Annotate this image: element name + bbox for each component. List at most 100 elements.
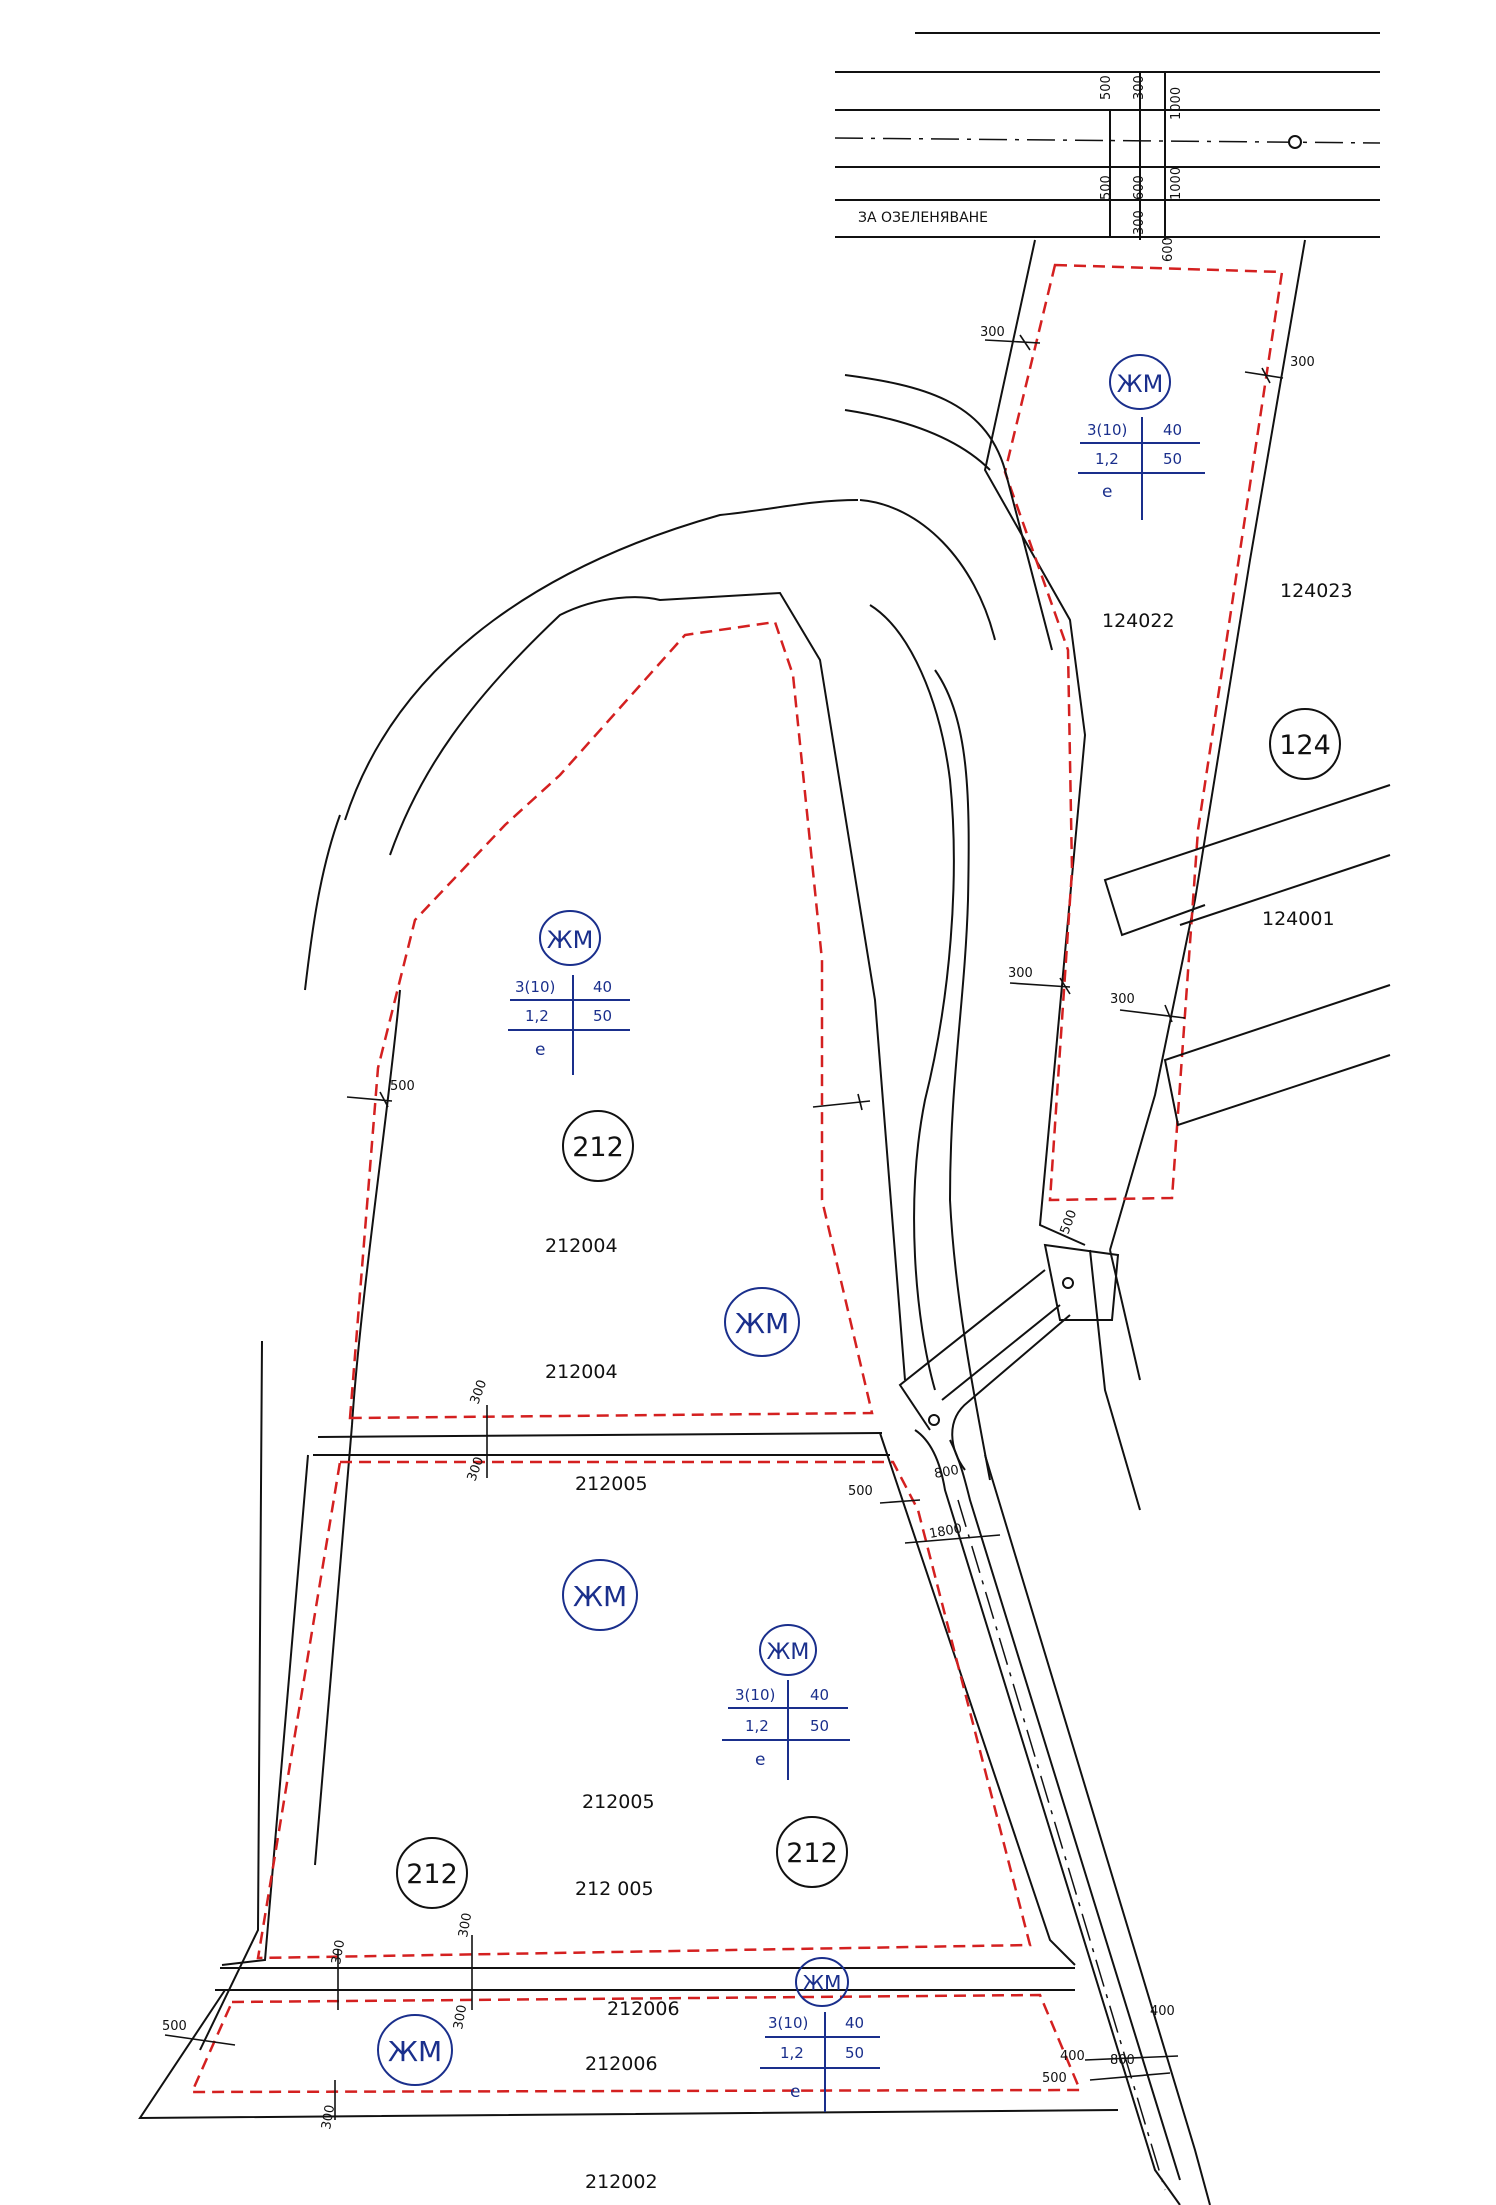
parcel-124022-boundary <box>983 239 1306 1251</box>
svg-text:ЖМ: ЖМ <box>573 1580 627 1613</box>
svg-text:212: 212 <box>572 1132 624 1163</box>
dim-300: 300 <box>465 1455 488 1483</box>
street-dimensions: 500 300 1000 500 600 1000 300 600 <box>1099 75 1184 262</box>
parcel-labels: 124022 124023 124001 212004 212004 21200… <box>545 580 1353 2193</box>
svg-text:е: е <box>1102 482 1112 502</box>
parcel-212005-a: 212005 <box>575 1473 648 1495</box>
svg-text:ЖМ: ЖМ <box>1117 370 1164 398</box>
zone-marker-212006-a: ЖМ <box>377 2014 453 2086</box>
svg-text:40: 40 <box>810 1686 829 1704</box>
svg-text:3(10): 3(10) <box>515 978 555 996</box>
dim-1000: 1000 <box>1169 87 1184 120</box>
quarter-124: 124 <box>1269 708 1341 780</box>
neighbour-buildings <box>1103 784 1391 1127</box>
dim-300: 300 <box>1008 966 1033 981</box>
street-lines <box>835 32 1380 240</box>
road-axis-point-2 <box>1062 1277 1074 1289</box>
svg-text:212: 212 <box>406 1859 458 1890</box>
zone-marker-124022: ЖМ <box>1109 354 1171 410</box>
parcel-212005-boundary <box>199 1340 1076 2051</box>
dim-600: 600 <box>1132 175 1147 200</box>
dim-300: 300 <box>456 1912 475 1939</box>
dimension-ticks <box>164 334 1284 2120</box>
parcel-212002: 212002 <box>585 2171 658 2193</box>
svg-text:1,2: 1,2 <box>745 1717 769 1735</box>
regulation-line-212004 <box>348 620 874 1420</box>
street-label: ЗА ОЗЕЛЕНЯВАНЕ <box>858 210 988 226</box>
dim-300: 300 <box>451 2004 470 2031</box>
svg-text:50: 50 <box>593 1007 612 1025</box>
dim-1000: 1000 <box>1169 167 1184 200</box>
svg-text:50: 50 <box>845 2044 864 2062</box>
dim-500: 500 <box>1058 1208 1081 1236</box>
dimension-labels: 300 300 300 300 500 500 300 300 500 800 … <box>162 325 1315 2131</box>
svg-text:3(10): 3(10) <box>1087 421 1127 439</box>
parcel-212006-a: 212006 <box>607 1998 680 2020</box>
svg-text:е: е <box>755 1750 765 1770</box>
parcel-212006-boundary <box>138 1989 1119 2120</box>
svg-text:ЖМ: ЖМ <box>388 2035 442 2068</box>
svg-text:1,2: 1,2 <box>1095 450 1119 468</box>
dim-800: 800 <box>1110 2053 1135 2068</box>
svg-text:1,2: 1,2 <box>525 1007 549 1025</box>
dim-500: 500 <box>1099 175 1114 200</box>
dim-1800: 1800 <box>928 1521 963 1542</box>
dim-500: 500 <box>848 1484 873 1499</box>
zone-table-212004: 3(10) 40 1,2 50 е <box>508 975 630 1075</box>
dim-600: 600 <box>1161 237 1176 262</box>
regulation-line-124022 <box>1003 263 1284 1202</box>
zone-table-212006: 3(10) 40 1,2 50 е <box>760 2012 880 2112</box>
parcel-212004-b: 212004 <box>545 1361 618 1383</box>
parcel-212005-c: 212 005 <box>575 1878 654 1900</box>
regulation-line-212005 <box>256 1460 1032 1960</box>
parcel-212006-b: 212006 <box>585 2053 658 2075</box>
svg-text:124: 124 <box>1279 730 1331 761</box>
regulation-line-212006 <box>190 1993 1082 2094</box>
svg-text:40: 40 <box>1163 421 1182 439</box>
zone-marker-212004-b: ЖМ <box>724 1287 800 1357</box>
svg-text:1,2: 1,2 <box>780 2044 804 2062</box>
dim-300: 300 <box>1132 210 1147 235</box>
road-axis-point <box>928 1414 940 1426</box>
dim-300: 300 <box>468 1378 491 1406</box>
parcel-212005-b: 212005 <box>582 1791 655 1813</box>
parcel-124023: 124023 <box>1280 580 1353 602</box>
quarter-212-c: 212 <box>776 1816 848 1888</box>
svg-text:3(10): 3(10) <box>735 1686 775 1704</box>
svg-text:ЖМ: ЖМ <box>767 1640 810 1665</box>
dim-300: 300 <box>319 2104 338 2131</box>
zone-marker-212005-b: ЖМ <box>759 1624 817 1676</box>
parcel-124022: 124022 <box>1102 610 1175 632</box>
dim-500: 500 <box>1099 75 1114 100</box>
dim-300: 300 <box>980 325 1005 340</box>
dim-300: 300 <box>1290 355 1315 370</box>
dim-800: 800 <box>933 1463 960 1482</box>
zone-marker-212004: ЖМ <box>539 910 601 966</box>
zone-marker-212006-b: ЖМ <box>795 1957 849 2007</box>
svg-text:ЖМ: ЖМ <box>547 926 594 954</box>
zone-table-124022: 3(10) 40 1,2 50 е <box>1078 417 1205 520</box>
dim-500: 500 <box>162 2019 187 2034</box>
parcel-124001: 124001 <box>1262 908 1335 930</box>
quarter-212-b: 212 <box>396 1837 468 1909</box>
terrain-lines <box>304 374 1141 1511</box>
svg-text:е: е <box>790 2082 800 2102</box>
zone-table-212005: 3(10) 40 1,2 50 е <box>722 1680 850 1780</box>
parcel-212004-a: 212004 <box>545 1235 618 1257</box>
svg-text:ЖМ: ЖМ <box>735 1307 789 1340</box>
svg-text:50: 50 <box>810 1717 829 1735</box>
svg-text:40: 40 <box>593 978 612 996</box>
svg-text:е: е <box>535 1040 545 1060</box>
axis-point <box>1288 135 1302 149</box>
access-road <box>898 1243 1211 2205</box>
svg-text:40: 40 <box>845 2014 864 2032</box>
svg-text:50: 50 <box>1163 450 1182 468</box>
dim-400: 400 <box>1150 2004 1175 2019</box>
road-axis <box>957 1499 1166 2191</box>
dim-400: 400 <box>1060 2049 1085 2064</box>
parcel-212004-boundary <box>313 989 890 1866</box>
dim-500: 500 <box>1042 2071 1067 2086</box>
svg-text:212: 212 <box>786 1838 838 1869</box>
dim-300: 300 <box>1110 992 1135 1007</box>
